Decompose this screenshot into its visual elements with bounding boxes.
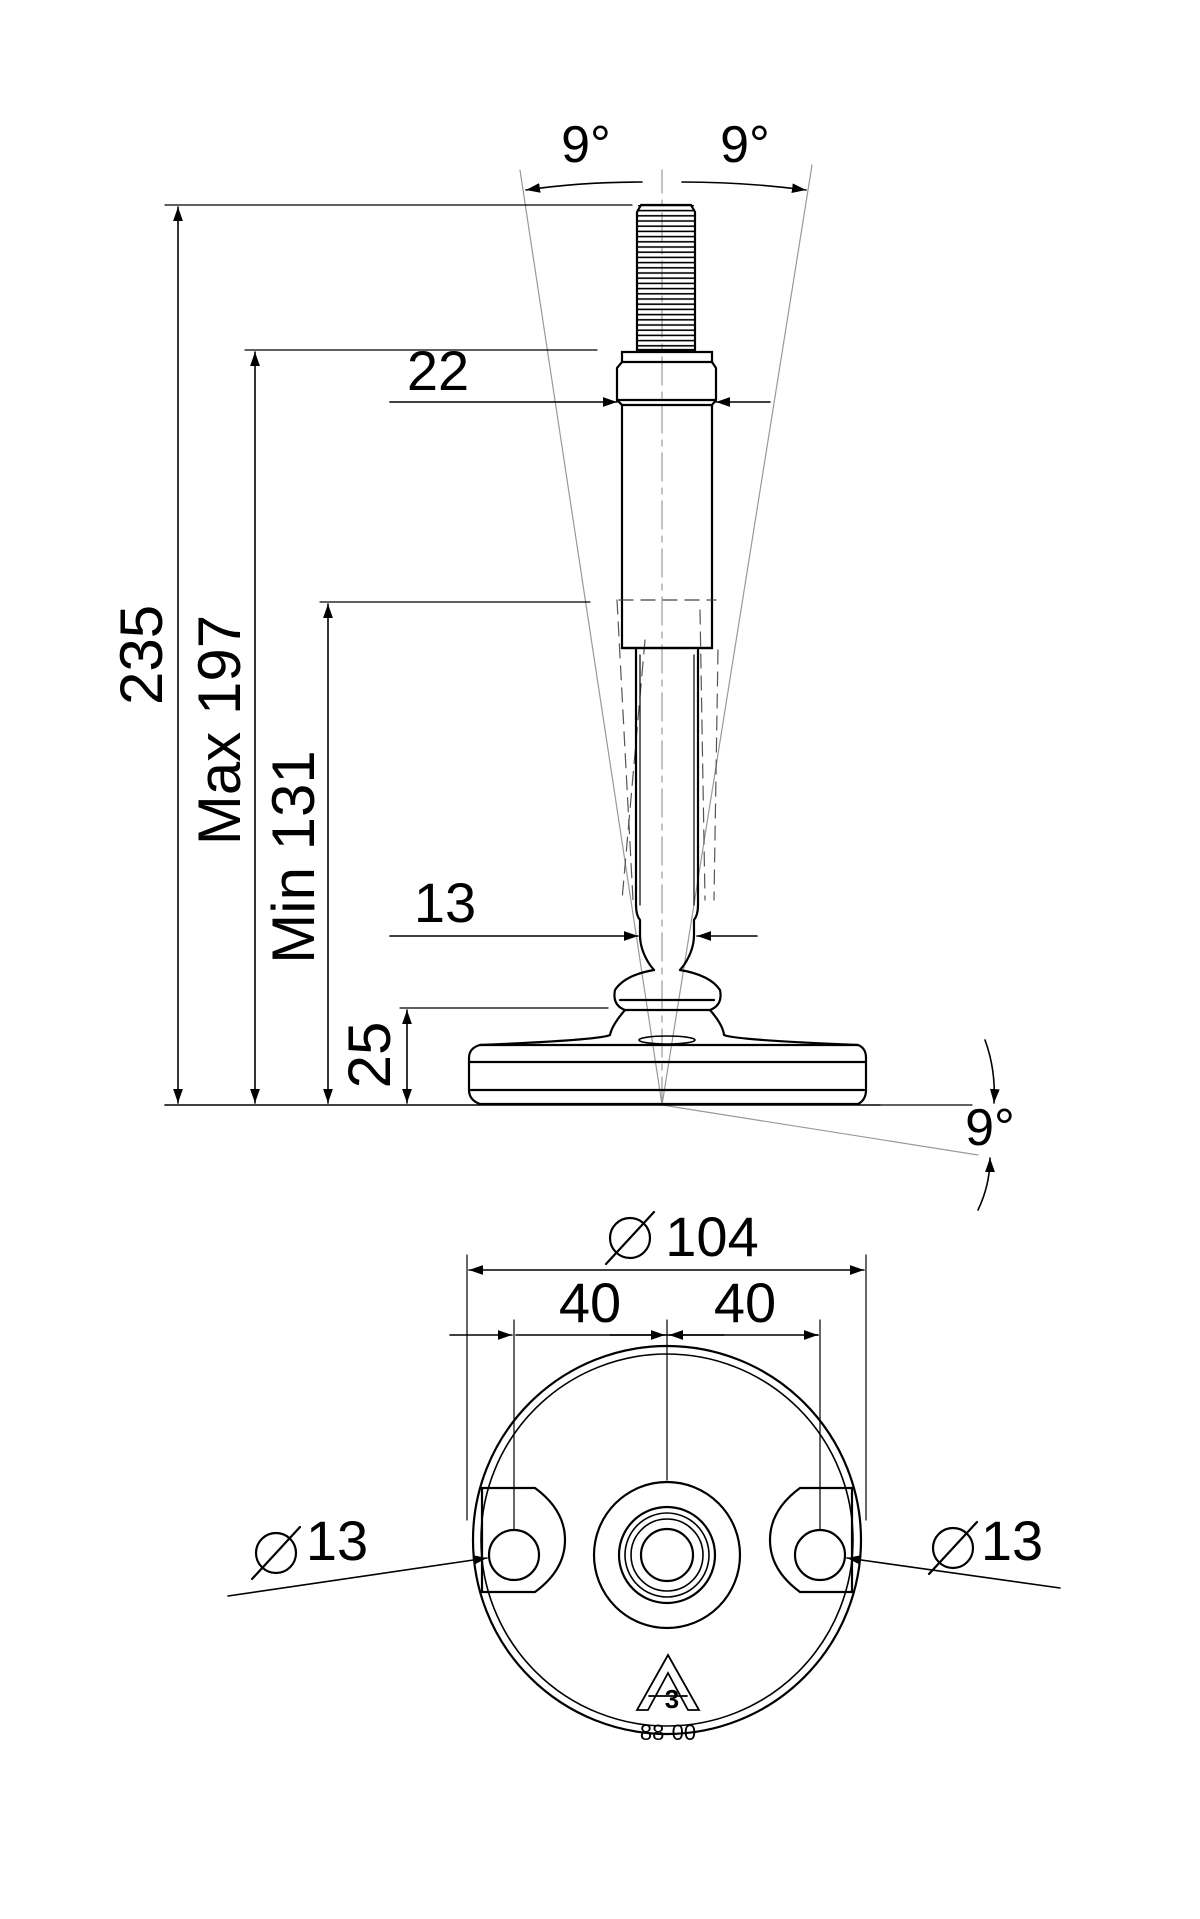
hole-diameter-leader-right — [846, 1555, 1061, 1589]
tilt-arc-left — [525, 181, 643, 193]
brand-logo — [635, 1653, 701, 1711]
stem-collar — [615, 350, 718, 650]
center-bore — [639, 1527, 695, 1583]
overall-height-label: 235 — [108, 605, 175, 705]
ball-joint — [478, 968, 860, 1047]
max-height-label: Max 197 — [186, 615, 253, 845]
tilt-right-label: 9° — [720, 116, 770, 174]
center-boss-ring-2 — [624, 1512, 710, 1598]
center-boss-outer — [592, 1480, 742, 1630]
mounting-hole-right — [793, 1528, 847, 1582]
mounting-lug-left — [480, 1486, 567, 1594]
hole-diameter-left-label: 13 — [306, 1509, 368, 1572]
top-extension-lines — [466, 1254, 867, 1531]
center-boss-ring — [617, 1505, 717, 1605]
base-height-label: 25 — [336, 1022, 403, 1089]
tilt-reference-lines — [519, 164, 979, 1156]
extension-lines — [164, 204, 633, 1009]
hole-spacing-right-label: 40 — [714, 1271, 776, 1334]
base-tilt-arc-bottom — [977, 1157, 995, 1211]
diameter-symbol-13-left — [250, 1525, 302, 1581]
tilted-stem-outline — [616, 599, 719, 901]
threaded-stud — [635, 203, 697, 352]
mounting-hole-left — [487, 1528, 541, 1582]
stem-lower — [634, 648, 700, 972]
tilt-left-label: 9° — [561, 116, 611, 174]
base-tilt-arc-top — [984, 1039, 1000, 1104]
hole-spacing-left-label: 40 — [559, 1271, 621, 1334]
tilt-arc-right — [681, 181, 807, 194]
diameter-symbol-104 — [604, 1210, 656, 1266]
part-code-label: 88-00 — [640, 1720, 696, 1745]
base-diameter-label: 104 — [665, 1205, 758, 1268]
hole-diameter-right-label: 13 — [981, 1509, 1043, 1572]
base-pad — [467, 1043, 868, 1106]
diameter-symbol-13-right — [927, 1520, 979, 1576]
collar-width-label: 22 — [407, 339, 469, 402]
neck-width-label: 13 — [414, 871, 476, 934]
base-tilt-label: 9° — [965, 1099, 1015, 1157]
side-view — [164, 164, 1000, 1211]
hole-diameter-leader-left — [227, 1555, 488, 1597]
mounting-lug-right — [768, 1486, 854, 1594]
min-height-label: Min 131 — [260, 750, 327, 963]
logo-number: 3 — [665, 1684, 679, 1714]
center-boss-ring-3 — [630, 1518, 704, 1592]
top-view — [227, 1210, 1061, 1736]
